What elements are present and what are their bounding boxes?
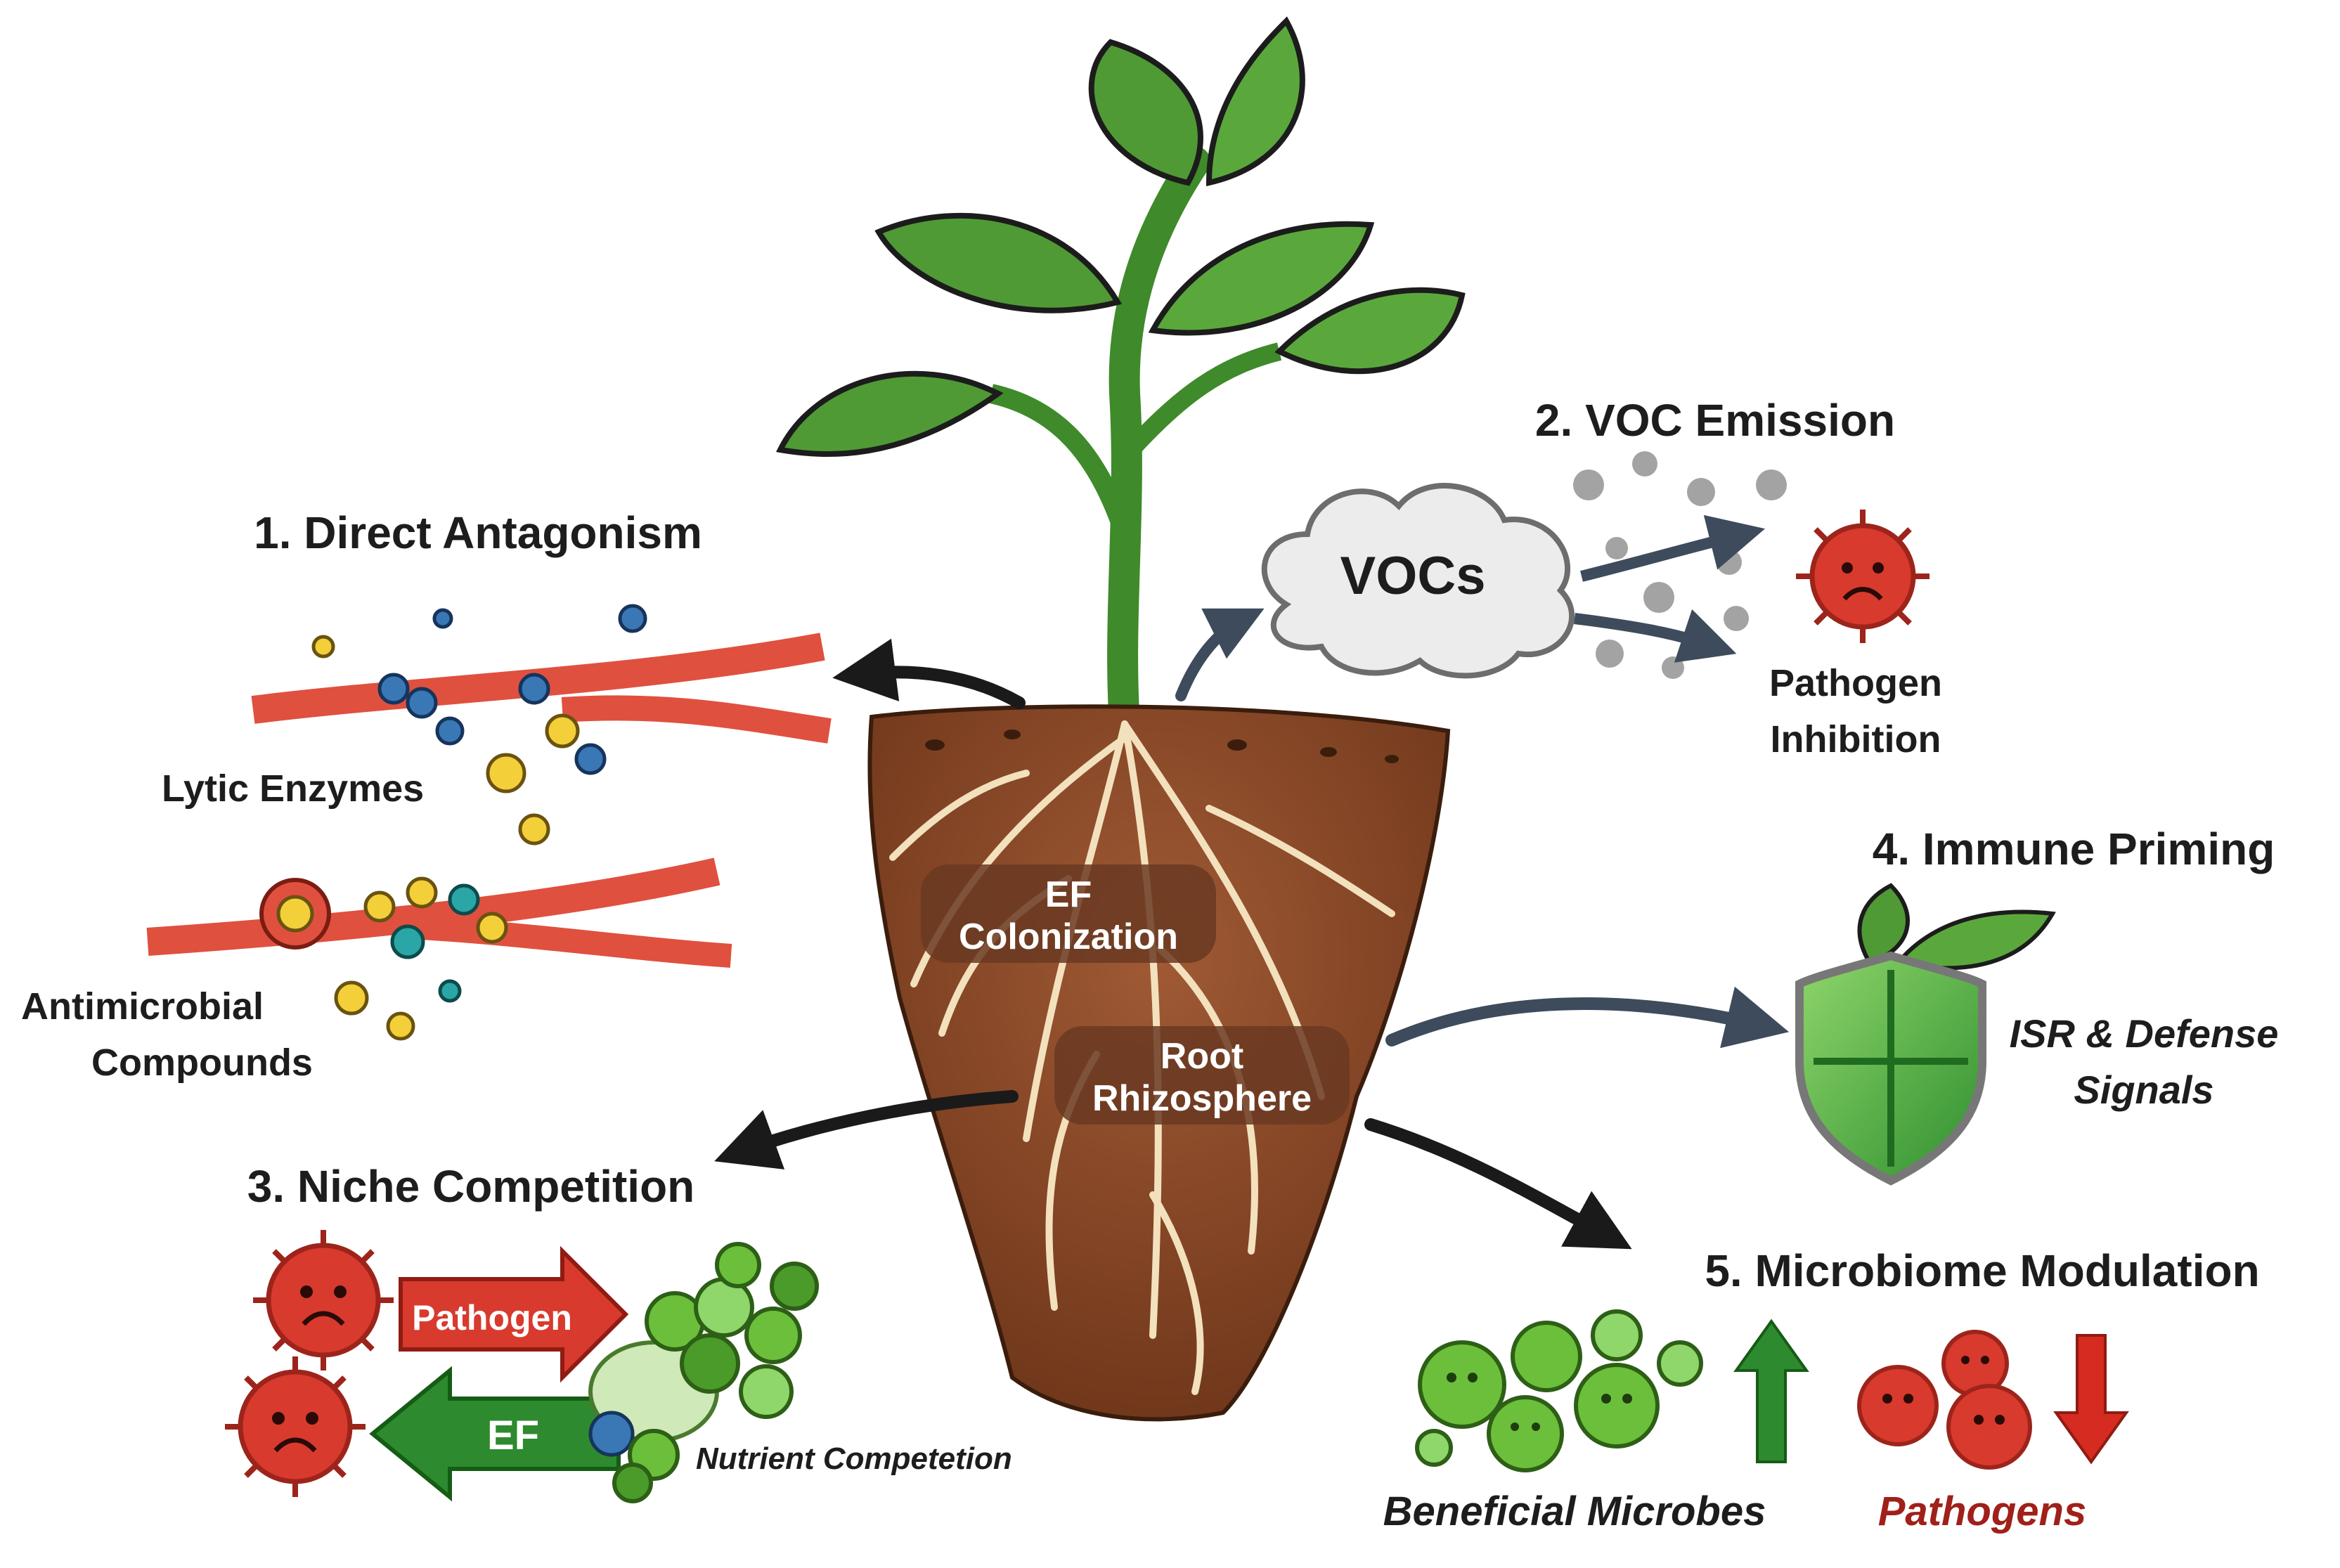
- voc-cloud-label: VOCs: [1340, 546, 1486, 606]
- leaf-left-upper: [874, 212, 1123, 313]
- increase-arrow-icon: [1733, 1318, 1809, 1463]
- voc-emission-title: 2. VOC Emission: [1535, 395, 1895, 446]
- beneficial-microbes-label: Beneficial Microbes: [1383, 1489, 1766, 1534]
- ef-arrow-label: EF: [487, 1413, 539, 1458]
- direct-antagonism-section: 1. Direct Antagonism Lytic Enzymes: [21, 507, 832, 1084]
- immune-priming-title: 4. Immune Priming: [1873, 824, 2275, 874]
- pathogen-icon-upper: [253, 1230, 394, 1371]
- antimicrobial-label-2: Compounds: [91, 1042, 313, 1084]
- isr-signal-label-2: Signals: [2074, 1068, 2213, 1112]
- microbiome-modulation-title: 5. Microbiome Modulation: [1705, 1245, 2259, 1296]
- leaf-right-lower: [1274, 287, 1466, 375]
- nutrient-competition-label: Nutrient Competetion: [696, 1441, 1012, 1476]
- microbiome-modulation-section: 5. Microbiome Modulation: [1383, 1245, 2260, 1534]
- lytic-enzymes-label: Lytic Enzymes: [162, 767, 424, 810]
- pathogen-inhibition-2: Inhibition: [1771, 718, 1941, 760]
- rhizosphere-label-2: Rhizosphere: [1092, 1078, 1312, 1119]
- pathogen-arrow: [399, 1245, 629, 1383]
- colonization-label-1: EF: [1045, 874, 1092, 915]
- voc-cloud: [1261, 483, 1575, 679]
- antimicrobial-dots: [334, 876, 508, 1041]
- voc-emission-section: 2. VOC Emission VOCs Pathogen Inhibition: [1261, 395, 1942, 760]
- pathogens-label: Pathogens: [1878, 1489, 2087, 1534]
- isr-signal-label-1: ISR & Defense: [2010, 1011, 2279, 1056]
- leaf-top: [1088, 39, 1203, 186]
- pathogen-arrow-label: Pathogen: [412, 1298, 572, 1337]
- pathogen-icon-lower: [225, 1356, 366, 1497]
- pathogen-inhibition-1: Pathogen: [1769, 662, 1942, 704]
- leaf-icon-left: [1857, 883, 1910, 966]
- pathogen-virus-icon: [1796, 510, 1929, 643]
- leaf-right-upper: [1148, 221, 1375, 336]
- connector-arrows: [714, 608, 1790, 1250]
- colonization-label-2: Colonization: [959, 916, 1178, 957]
- soil-root-zone: EF Colonization Root Rhizosphere: [867, 704, 1451, 1422]
- plant: [775, 16, 1466, 739]
- decrease-arrow-icon: [2053, 1334, 2129, 1465]
- ef-arrow: [369, 1366, 621, 1502]
- beneficial-microbes-icon: [1415, 1309, 1703, 1472]
- niche-competition-title: 3. Niche Competition: [247, 1161, 695, 1212]
- immune-priming-section: 4. Immune Priming ISR & Defense Signals: [1795, 824, 2279, 1186]
- lytic-enzyme-dots: [311, 604, 647, 845]
- leaf-icon-right: [1894, 909, 2056, 971]
- antimicrobial-label-1: Antimicrobial: [21, 985, 264, 1028]
- leaf-top-right: [1205, 16, 1305, 187]
- rhizosphere-label-1: Root: [1161, 1036, 1243, 1077]
- pathogens-group-icon: [1857, 1330, 2032, 1470]
- hypha-lower: [146, 857, 732, 968]
- ef-cluster: [588, 1242, 819, 1503]
- leaf-left-lower: [775, 370, 1004, 458]
- niche-competition-section: 3. Niche Competition Pathogen: [225, 1161, 1012, 1503]
- direct-antagonism-title: 1. Direct Antagonism: [254, 507, 702, 558]
